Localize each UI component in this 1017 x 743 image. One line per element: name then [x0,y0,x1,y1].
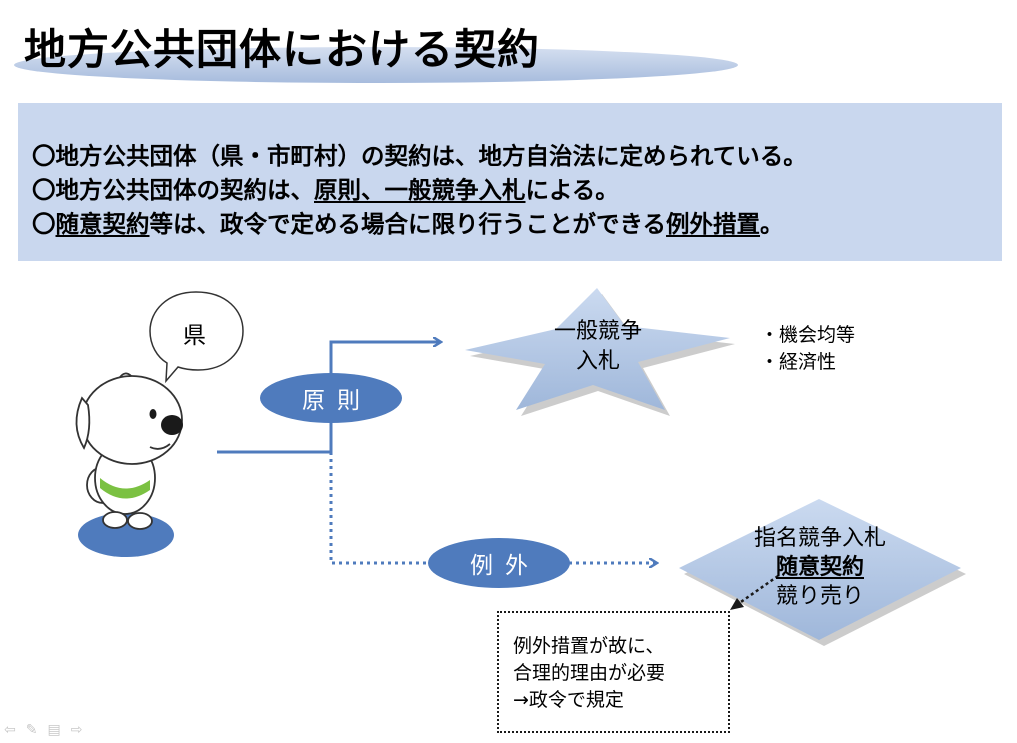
principle-label: 原則 [260,373,402,423]
summary-line-2-prefix: 〇地方公共団体の契約は、 [32,176,314,204]
exception-label: 例外 [428,538,570,588]
pen-icon[interactable]: ✎ [25,722,48,738]
summary-line-3-underlined-2: 例外措置 [666,210,761,238]
summary-line-2-suffix: による。 [525,176,619,204]
summary-line-3-prefix: 〇 [32,210,56,238]
exception-methods-text: 指名競争入札 随意契約 競り売り [735,524,905,611]
general-bid-line-1: 一般競争 [553,319,642,344]
speech-bubble [149,291,244,384]
general-bid-line-2: 入札 [575,349,620,374]
summary-box: 〇地方公共団体（県・市町村）の契約は、地方自治法に定められている。 〇地方公共団… [18,103,1002,261]
summary-line-2-underlined: 原則、一般競争入札 [314,176,526,204]
merit-item: ・経済性 [760,351,837,373]
note-pointer-arrowhead [730,598,744,610]
summary-line-3: 〇随意契約等は、政令で定める場合に限り行うことができる例外措置。 [32,205,784,239]
exception-diamond [679,499,961,640]
note-box: 例外措置が故に、 合理的理由が必要 →政令で規定 [497,611,730,733]
arrow-left-icon[interactable]: ⇦ [4,722,26,738]
exception-method-3: 競り売り [775,584,864,609]
page-title: 地方公共団体における契約 [24,25,541,74]
menu-icon[interactable]: ▤ [47,722,71,738]
note-line-2: 合理的理由が必要 [513,662,666,684]
summary-line-2: 〇地方公共団体の契約は、原則、一般競争入札による。 [32,171,619,205]
mascot-dog-illustration [75,372,183,557]
title-ellipse-decoration [14,47,738,83]
slide-navigation: ⇦✎▤⇨ [4,722,92,738]
summary-line-3-middle: 等は、政令で定める場合に限り行うことができる [149,210,667,238]
merit-item: ・機会均等 [760,324,856,346]
summary-line-3-suffix: 。 [760,210,784,238]
summary-line-3-underlined-1: 随意契約 [55,210,150,238]
speech-bubble-text: 県 [183,323,206,349]
merit-list: ・機会均等 ・経済性 [760,322,855,376]
arrow-right-icon[interactable]: ⇨ [70,722,93,738]
note-pointer-line [737,574,779,606]
general-bid-text: 一般競争 入札 [543,317,653,377]
general-bid-star [465,288,730,410]
note-text: 例外措置が故に、 合理的理由が必要 →政令で規定 [513,633,665,714]
summary-line-1: 〇地方公共団体（県・市町村）の契約は、地方自治法に定められている。 [32,142,807,170]
note-line-1: 例外措置が故に、 [513,635,665,657]
exception-method-2: 随意契約 [775,555,864,580]
exception-dotted-line [329,452,428,565]
exception-method-1: 指名競争入札 [753,526,886,551]
note-line-3: →政令で規定 [513,689,624,711]
